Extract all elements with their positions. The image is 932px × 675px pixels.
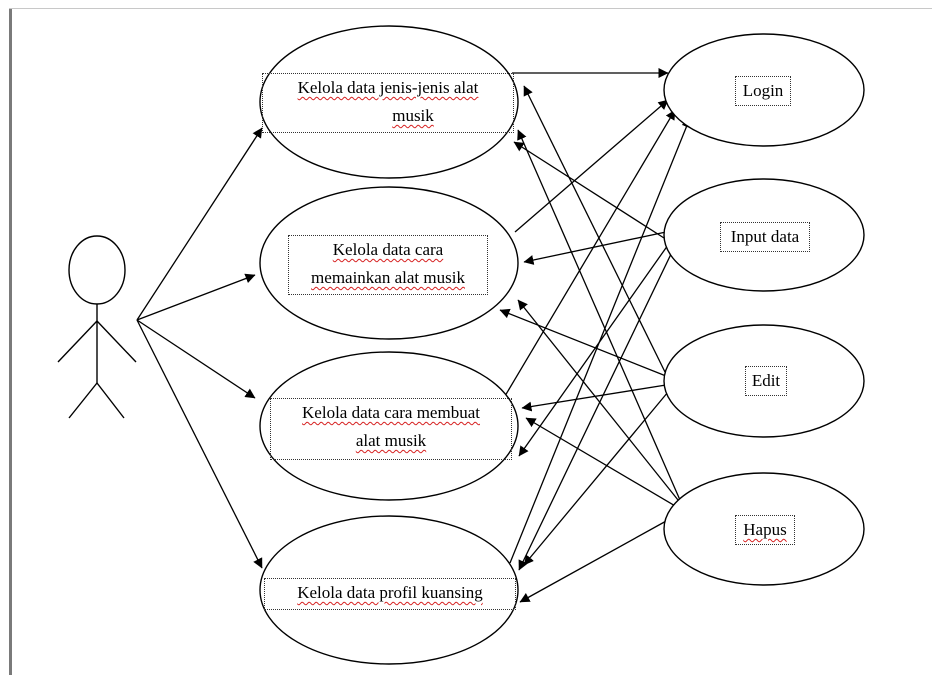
- label-line: memainkan alat musik: [311, 268, 465, 287]
- actor-head: [68, 235, 126, 305]
- arrow-membuat-to-login: [504, 109, 676, 397]
- use-case-login: [663, 33, 865, 147]
- label-line: Kelola data cara: [332, 240, 444, 259]
- arrow-hapus-to-jenis: [517, 129, 681, 501]
- actor-right-arm: [96, 320, 137, 363]
- use-case-label-cara-membuat: Kelola data cara membuat alat musik: [270, 398, 512, 460]
- label-line: musik: [392, 106, 434, 125]
- arrow-hapus-to-memainkan: [517, 299, 683, 506]
- use-case-kelola-profil-kuansing: [259, 515, 519, 665]
- arrow-hapus-to-membuat: [525, 417, 683, 511]
- use-case-label-profil-kuansing: Kelola data profil kuansing: [264, 578, 516, 610]
- use-case-label-login: Login: [735, 76, 791, 106]
- arrow-input-to-membuat: [518, 244, 669, 457]
- use-case-label-jenis-alat-musik: Kelola data jenis-jenis alat musik: [262, 73, 514, 133]
- arrow-actor-to-membuat: [136, 319, 256, 399]
- actor-stick-figure: [57, 235, 137, 419]
- label-line: alat musik: [355, 431, 427, 450]
- arrow-edit-to-jenis: [523, 85, 666, 373]
- arrow-actor-to-profil: [136, 319, 263, 569]
- arrow-input-to-jenis: [513, 141, 665, 239]
- use-case-label-cara-memainkan: Kelola data cara memainkan alat musik: [288, 235, 488, 295]
- arrow-memainkan-to-login: [514, 99, 669, 233]
- arrow-input-to-memainkan: [523, 231, 667, 265]
- page-top-border: [9, 8, 932, 9]
- actor-left-leg: [68, 382, 98, 419]
- label-line: Kelola data profil kuansing: [297, 583, 483, 602]
- label-line: Edit: [751, 371, 781, 390]
- actor-right-leg: [96, 382, 125, 419]
- page-left-border: [9, 8, 12, 675]
- use-case-label-hapus: Hapus: [735, 515, 795, 545]
- association-lines: [136, 68, 692, 603]
- arrow-hapus-to-profil: [519, 519, 669, 603]
- arrow-edit-to-profil: [523, 391, 669, 566]
- use-case-edit: [663, 324, 865, 438]
- arrow-actor-to-memainkan: [136, 273, 256, 321]
- arrow-edit-to-membuat: [521, 384, 667, 412]
- label-line: Kelola data cara membuat: [302, 403, 480, 422]
- use-case-kelola-cara-membuat: [259, 351, 519, 501]
- use-case-hapus: [663, 472, 865, 586]
- use-case-kelola-jenis-alat-musik: [259, 25, 519, 179]
- actor-left-arm: [57, 320, 98, 363]
- use-case-label-input-data: Input data: [720, 222, 810, 252]
- label-line: Kelola data jenis-jenis alat: [297, 78, 479, 97]
- label-line: Login: [742, 81, 784, 100]
- arrow-edit-to-memainkan: [499, 308, 667, 377]
- use-case-kelola-cara-memainkan: [259, 186, 519, 340]
- arrow-actor-to-jenis: [136, 127, 263, 321]
- use-case-input-data: [663, 178, 865, 292]
- label-line: Hapus: [743, 520, 787, 539]
- arrow-input-to-profil: [518, 251, 673, 571]
- use-case-label-edit: Edit: [745, 366, 787, 396]
- label-line: Input data: [730, 227, 800, 246]
